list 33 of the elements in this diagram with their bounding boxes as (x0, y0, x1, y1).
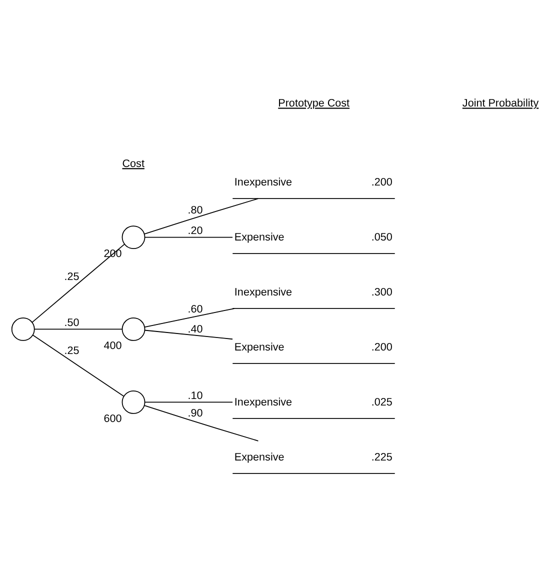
connector (32, 334, 124, 397)
connector (32, 244, 125, 323)
edge-label: .20 (188, 225, 203, 238)
connector (144, 405, 259, 442)
edge-label: .40 (188, 323, 203, 336)
node-label: 600 (104, 413, 122, 426)
node-text: Expensive .050 (234, 232, 392, 244)
node-circle (122, 318, 146, 341)
node-text: Inexpensive .025 (234, 396, 392, 408)
connector (144, 308, 235, 328)
node-text: Inexpensive .200 (234, 176, 392, 189)
node-circle (122, 226, 146, 249)
label: Cost (122, 158, 144, 170)
edge-label: .90 (188, 407, 203, 420)
edge-label: .80 (188, 204, 203, 217)
node-text: Expensive .200 (234, 341, 392, 354)
node-circle (11, 318, 35, 341)
edge-label: .25 (64, 271, 80, 284)
connector (144, 402, 233, 403)
connector (144, 198, 259, 234)
node-label: 400 (104, 340, 122, 352)
edge-label: .25 (64, 345, 80, 358)
label: Joint Probability (462, 98, 539, 110)
edge-label: .10 (188, 390, 203, 402)
label: Prototype Cost (278, 98, 350, 110)
node-circle (122, 390, 146, 414)
edge-label: .50 (64, 317, 80, 330)
connector (34, 328, 123, 330)
edge-label: .60 (188, 304, 203, 316)
connector (144, 236, 233, 238)
node-text: Inexpensive .300 (234, 286, 392, 299)
node-text: Expensive .225 (234, 451, 392, 464)
connector (144, 330, 233, 340)
